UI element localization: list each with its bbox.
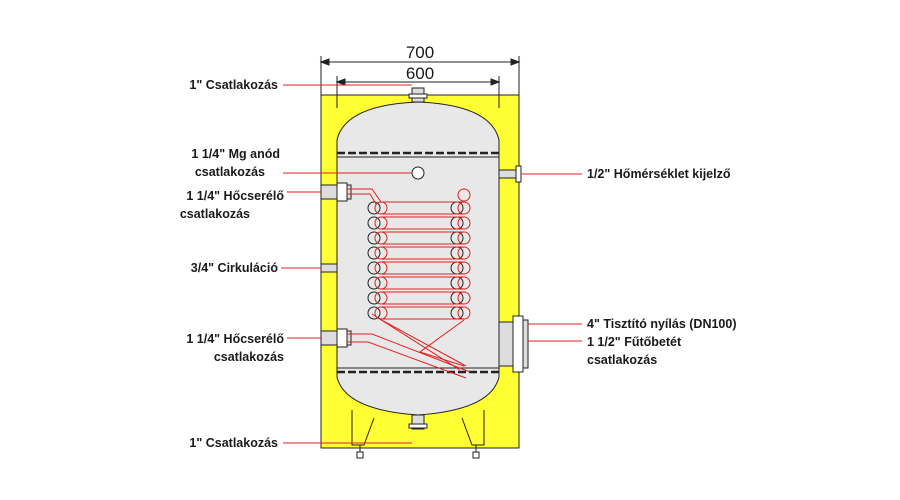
hx-upper-nozzle [320, 182, 352, 202]
leader-lines [281, 84, 582, 444]
label-cleaning-opening: 4" Tisztító nyílás (DN100) [587, 317, 737, 331]
label-hx-upper-1: 1 1/4" Hőcserélő [186, 189, 284, 203]
coil-loop-left-back [367, 291, 381, 305]
coil-diagonal [371, 313, 461, 371]
coil-loop-left-back [367, 276, 381, 290]
label-hx-lower-2: csatlakozás [214, 350, 284, 364]
dimension-outer: 700 [406, 43, 434, 62]
heat-exchanger-coil [347, 188, 471, 379]
dimension-inner: 600 [406, 64, 434, 83]
label-heater-2: csatlakozás [587, 353, 657, 367]
coil-inlet-inner [347, 193, 377, 205]
label-top-connection: 1" Csatlakozás [189, 78, 278, 92]
hx-lower-nozzle [320, 328, 352, 348]
label-heater-1: 1 1/2" Fűtőbetét [587, 335, 682, 349]
coil-loop-left-back [367, 216, 381, 230]
coil-loop-left-back [367, 306, 381, 320]
tank-legs [351, 410, 485, 459]
bottom-connection-nozzle [408, 414, 428, 430]
coil-diagonal-2 [377, 317, 467, 367]
coil-top-loop [457, 188, 471, 202]
coil-inlet [347, 188, 382, 203]
label-hx-lower-1: 1 1/4" Hőcserélő [186, 332, 284, 346]
mg-anode-port [411, 166, 425, 180]
coil-return [347, 333, 471, 373]
coil-loop-left-back [367, 231, 381, 245]
label-hx-upper-2: csatlakozás [180, 207, 250, 221]
coil-return-inner [347, 341, 467, 379]
cleaning-flange [498, 315, 529, 373]
top-connection-nozzle [408, 87, 428, 103]
circulation-port [320, 263, 338, 273]
dimension-lines [319, 56, 521, 108]
coil-diagonal-3 [418, 319, 465, 367]
label-mg-anode-2: csatlakozás [195, 165, 265, 179]
coil-loop-left-back [367, 201, 381, 215]
coil-loop-left-back [367, 261, 381, 275]
label-thermometer: 1/2" Hőmérséklet kijelző [587, 167, 731, 181]
label-bottom-connection: 1" Csatlakozás [189, 436, 278, 450]
coil-loop-left-back [367, 246, 381, 260]
label-circulation: 3/4" Cirkuláció [191, 261, 279, 275]
label-mg-anode-1: 1 1/4" Mg anód [191, 147, 280, 161]
